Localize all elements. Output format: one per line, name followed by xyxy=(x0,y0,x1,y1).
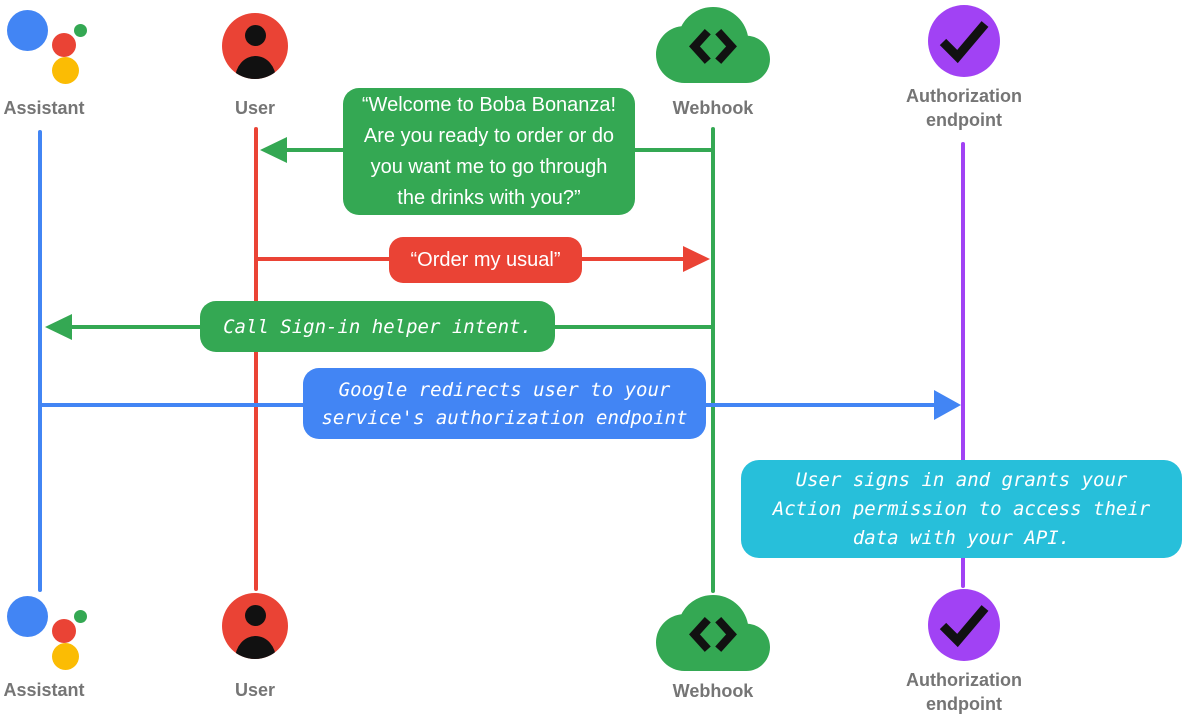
webhook-cloud-code-icon xyxy=(656,595,770,671)
assistant-red-dot xyxy=(52,33,76,57)
assistant-yellow-dot xyxy=(52,643,79,670)
user-label-top: User xyxy=(234,98,276,118)
signin-helper-text: Call Sign-in helper intent. xyxy=(223,315,532,338)
authorization-check-icon xyxy=(928,589,1000,661)
order-arrowhead-icon xyxy=(683,246,710,272)
welcome-arrowhead-icon xyxy=(260,137,287,163)
google-assistant-icon xyxy=(3,594,93,674)
redirect-annotation-text: Google redirects user to your service's … xyxy=(321,378,688,429)
assistant-label-top: Assistant xyxy=(3,98,85,118)
authorization-check-icon xyxy=(928,5,1000,77)
person-body xyxy=(234,56,276,79)
google-assistant-icon xyxy=(3,8,93,88)
redirect-arrowhead-icon xyxy=(934,390,961,420)
assistant-lifeline xyxy=(38,130,42,592)
assistant-red-dot xyxy=(52,619,76,643)
auth-endpoint-label-bottom: Authorization endpoint xyxy=(906,670,1022,714)
signin-arrowhead-icon xyxy=(45,314,72,340)
assistant-green-dot xyxy=(74,610,87,623)
webhook-cloud-code-icon xyxy=(656,7,770,83)
person-head xyxy=(244,605,266,626)
webhook-lifeline xyxy=(711,127,715,593)
assistant-green-dot xyxy=(74,24,87,37)
auth-endpoint-label-top: Authorization endpoint xyxy=(906,86,1022,130)
order-message-text: “Order my usual” xyxy=(410,248,561,271)
assistant-yellow-dot xyxy=(52,57,79,84)
assistant-blue-dot xyxy=(7,10,48,51)
redirect-annotation-bubble: Google redirects user to your service's … xyxy=(303,368,706,439)
grant-annotation-text: User signs in and grants your Action per… xyxy=(772,468,1151,549)
welcome-message-text: “Welcome to Boba Bonanza! Are you ready … xyxy=(361,93,617,209)
order-message-bubble: “Order my usual” xyxy=(389,237,582,283)
signin-helper-bubble: Call Sign-in helper intent. xyxy=(200,301,555,352)
user-person-icon xyxy=(222,13,288,79)
grant-annotation-bubble: User signs in and grants your Action per… xyxy=(741,460,1182,558)
user-person-icon xyxy=(222,593,288,659)
auth-endpoint-lifeline xyxy=(961,142,965,588)
user-lifeline xyxy=(254,127,258,591)
user-label-bottom: User xyxy=(234,680,276,700)
assistant-label-bottom: Assistant xyxy=(3,680,85,700)
webhook-label-bottom: Webhook xyxy=(672,681,754,701)
person-body xyxy=(234,636,276,659)
assistant-blue-dot xyxy=(7,596,48,637)
person-head xyxy=(244,25,266,46)
webhook-label-top: Webhook xyxy=(672,98,754,118)
welcome-message-bubble: “Welcome to Boba Bonanza! Are you ready … xyxy=(343,88,635,215)
